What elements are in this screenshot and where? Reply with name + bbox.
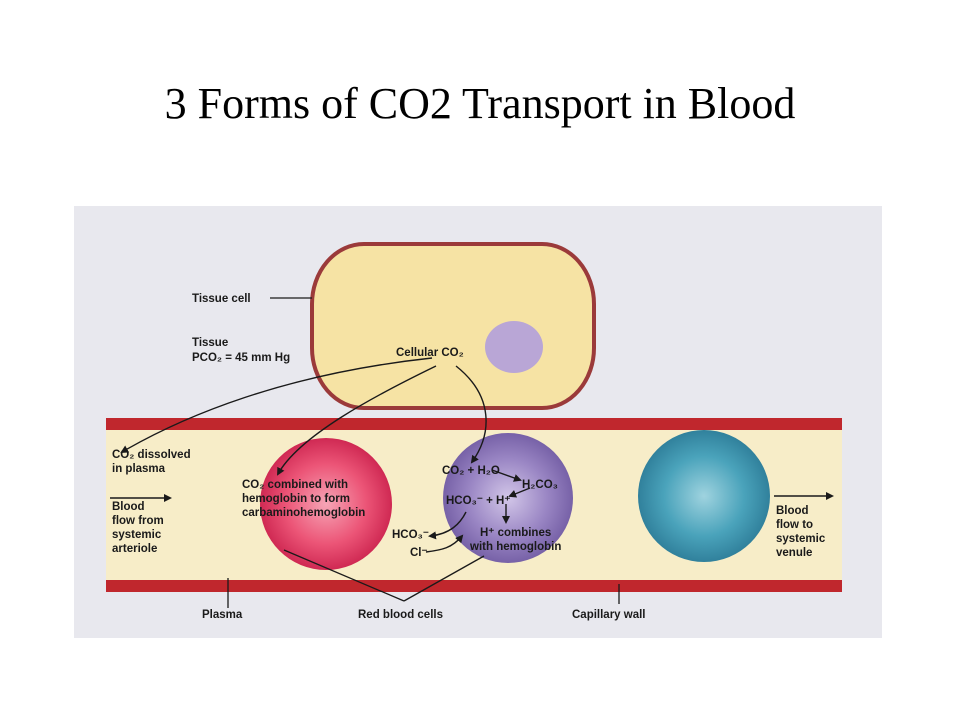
label-blood-out-4: venule [776,547,812,559]
arrow-to-purple-cell [455,365,487,464]
label-tissue-cell: Tissue cell [192,293,251,305]
arrow-to-red-cell [277,365,437,476]
leader-lines [227,297,620,608]
label-hco3-out: HCO₃⁻ [392,529,429,541]
label-co2-dissolved-2: in plasma [112,463,166,475]
label-carbamino-3: carbaminohemoglobin [242,507,365,519]
rbc-blue [638,430,770,562]
rbc-red [260,438,392,570]
co2-transport-diagram: Tissue cell Tissue PCO₂ = 45 mm Hg Cellu… [74,206,882,638]
rbc-purple [443,433,573,563]
label-plasma: Plasma [202,609,243,621]
nucleus [485,321,543,373]
capillary-wall-bottom [106,580,842,592]
label-red-blood-cells: Red blood cells [358,609,443,621]
label-blood-in-4: arteriole [112,543,157,555]
label-tissue-pco2-1: Tissue [192,337,228,349]
arrow-to-h2co3 [491,469,522,482]
label-blood-out-3: systemic [776,533,826,545]
label-h-combines-1: H⁺ combines [480,527,551,539]
label-cl-in: Cl⁻ [410,547,428,559]
label-blood-in-3: systemic [112,529,162,541]
flow-arrows [110,357,834,553]
label-eq-h2co3: H₂CO₃ [522,479,558,491]
label-carbamino-1: CO₂ combined with [242,479,348,491]
label-eq-co2-h2o: CO₂ + H₂O [442,465,500,477]
slide-title: 3 Forms of CO2 Transport in Blood [164,79,796,128]
arrow-to-plasma [120,357,433,454]
arrow-to-hco3 [508,487,531,498]
label-cellular-co2: Cellular CO₂ [396,347,464,359]
label-tissue-pco2-2: PCO₂ = 45 mm Hg [192,352,290,364]
label-eq-hco3-h: HCO₃⁻ + H⁺ [446,495,510,507]
label-blood-out-2: flow to [776,519,813,531]
label-h-combines-2: with hemoglobin [469,541,561,553]
label-blood-in-1: Blood [112,501,145,513]
capillary-wall-top [106,418,842,430]
label-co2-dissolved-1: CO₂ dissolved [112,449,191,461]
label-blood-in-2: flow from [112,515,164,527]
arrow-cl-in [425,534,464,553]
label-capillary-wall: Capillary wall [572,609,646,621]
tissue-cell [310,242,596,410]
label-blood-out-1: Blood [776,505,809,517]
arrow-hco3-out [428,511,467,540]
label-carbamino-2: hemoglobin to form [242,493,350,505]
